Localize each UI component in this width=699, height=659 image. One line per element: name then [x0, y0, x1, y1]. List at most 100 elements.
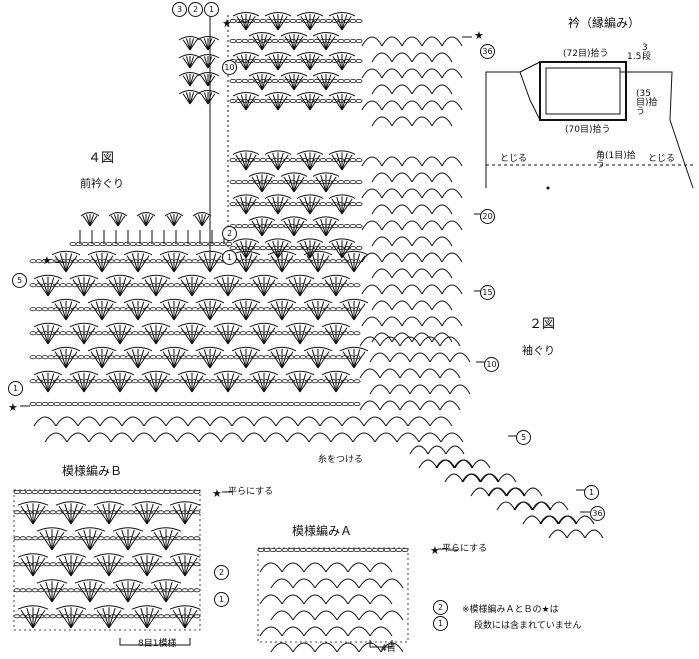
fan-stitch [172, 557, 186, 577]
fan-arc [296, 52, 324, 57]
mesh-loop [449, 384, 471, 395]
chain-stitch [253, 18, 261, 23]
mesh-loop [325, 594, 349, 605]
fan-stitch [251, 220, 263, 237]
mesh-loop [421, 220, 443, 231]
chain-stitch [193, 562, 201, 567]
chain-stitch [259, 246, 267, 251]
mesh-loop [389, 384, 411, 395]
fan-stitch [36, 327, 49, 345]
chain-stitch [137, 401, 145, 406]
fig2-label: 袖ぐり [522, 344, 555, 357]
fan-stitch [335, 375, 348, 393]
mesh-loop [401, 100, 423, 111]
fan-stitch [335, 327, 348, 345]
fan-stitch [332, 56, 343, 71]
fan-arc [196, 90, 220, 95]
chain-stitch [119, 355, 127, 360]
chain-stitch [395, 548, 403, 553]
fan-stitch [261, 176, 273, 193]
fan-stitch [108, 375, 121, 393]
chain-stitch [197, 401, 205, 406]
mesh-loop [380, 578, 404, 589]
chain-stitch [35, 307, 43, 312]
mesh-loop [379, 336, 401, 347]
fan-stitch [325, 220, 337, 237]
chain-stitch [121, 489, 129, 494]
fan-arc [195, 346, 225, 352]
chain-stitch [329, 259, 337, 264]
fan-arc [69, 274, 99, 280]
chain-stitch [355, 99, 363, 104]
mesh-loop [401, 316, 423, 327]
chain-stitch [247, 79, 255, 84]
fan-arc [33, 274, 63, 280]
fan-stitch [281, 303, 294, 321]
chain-stitch [225, 241, 233, 246]
chain-stitch [185, 401, 193, 406]
fan-stitch [216, 327, 229, 345]
fan-stitch [293, 76, 304, 91]
mesh-loop [385, 416, 409, 427]
fan-stitch [189, 38, 195, 51]
fan-stitch [245, 96, 256, 111]
fan-stitch [341, 56, 352, 71]
fan-stitch [108, 557, 122, 577]
mesh-loop [462, 473, 482, 483]
chain-stitch [169, 510, 177, 515]
mesh-loop [330, 432, 354, 443]
fan-stitch [270, 255, 283, 273]
chain-stitch [85, 588, 93, 593]
fan-arc [123, 346, 153, 352]
fan-arc [264, 238, 292, 243]
fan-stitch [267, 242, 279, 259]
fan-stitch [263, 327, 276, 345]
fan-stitch [207, 93, 216, 105]
chain-stitch [283, 99, 291, 104]
mesh-loop [389, 352, 411, 363]
fan-stitch [277, 198, 289, 215]
fan-arc [105, 370, 135, 376]
chain-stitch [253, 99, 261, 104]
fan-stitch [324, 279, 337, 297]
chain-stitch [281, 283, 289, 288]
fan-stitch [173, 214, 179, 227]
fan-stitch [51, 583, 65, 603]
chain-stitch [295, 18, 303, 23]
chain-stitch [175, 588, 183, 593]
fan-arc [248, 172, 276, 177]
fan-arc [264, 150, 292, 155]
mesh-loop [497, 473, 517, 483]
fan-stitch [101, 351, 114, 369]
collar-outline-left [485, 71, 541, 188]
chain-stitch [155, 307, 163, 312]
chain-stitch [355, 180, 363, 185]
chain-stitch [277, 224, 285, 229]
fan-stitch [227, 327, 240, 345]
fan-stitch [235, 154, 247, 171]
chain-stitch [95, 283, 103, 288]
fan-stitch [234, 303, 247, 321]
mesh-loop [411, 172, 433, 183]
fan-stitch [245, 16, 256, 31]
chain-stitch [335, 259, 343, 264]
chain-stitch [293, 355, 301, 360]
chain-stitch [37, 588, 45, 593]
fan-stitch [331, 198, 343, 215]
chain-stitch [125, 401, 133, 406]
fan-stitch [141, 214, 147, 227]
chain-stitch [241, 180, 249, 185]
mesh-loop [297, 416, 321, 427]
collar-outline-right [620, 71, 694, 189]
chain-stitch [239, 331, 247, 336]
fan-stitch [207, 57, 216, 69]
mesh-loop [532, 501, 552, 511]
fan-stitch [197, 214, 203, 227]
mesh-loop [575, 515, 595, 525]
fan-arc [321, 274, 351, 280]
fan-stitch [315, 220, 327, 237]
mesh-loop [431, 268, 453, 279]
chain-stitch [311, 379, 319, 384]
chain-stitch [187, 536, 195, 541]
row-marker-1c: 1 [8, 381, 23, 396]
